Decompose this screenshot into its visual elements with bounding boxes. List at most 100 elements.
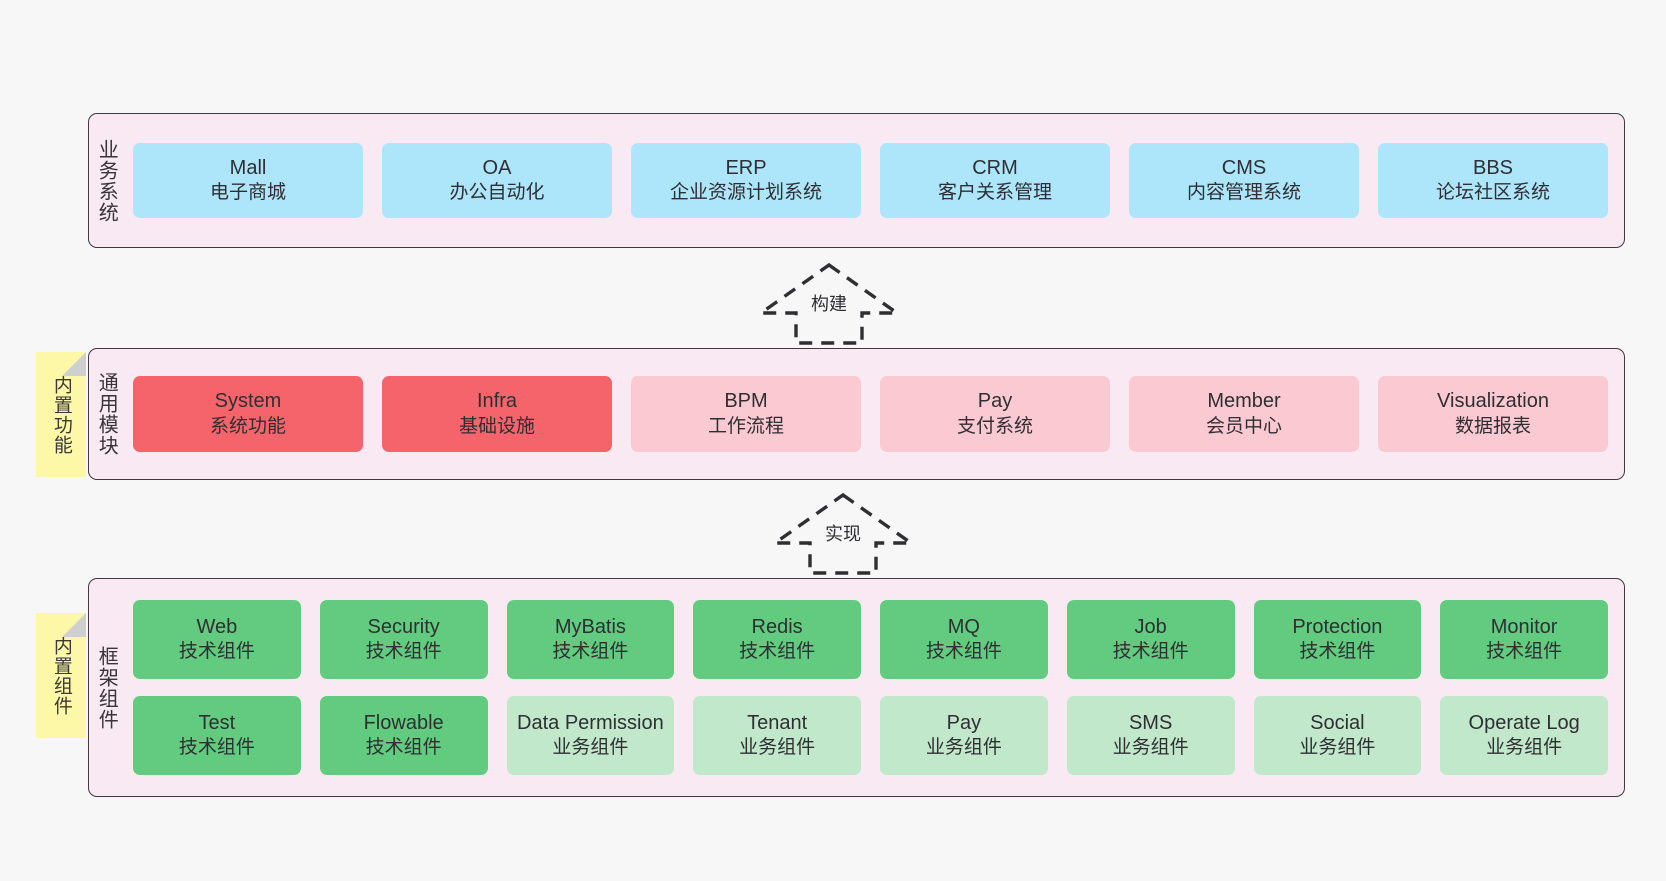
node-mall[interactable]: Mall 电子商城	[133, 143, 363, 218]
layer-title-business: 业务系统	[95, 138, 118, 223]
node-subtitle: 论坛社区系统	[1435, 182, 1550, 204]
node-title: Flowable	[363, 711, 444, 734]
sticky-note-label: 内置组件	[50, 635, 72, 716]
node-erp[interactable]: ERP 企业资源计划系统	[631, 143, 861, 218]
node-pay-module[interactable]: Pay 支付系统	[880, 376, 1110, 452]
node-subtitle: 业务组件	[1486, 737, 1563, 759]
node-title: Redis	[751, 615, 803, 638]
node-title: Infra	[476, 390, 518, 413]
node-title: CRM	[972, 156, 1018, 179]
layer-row: System 系统功能 Infra 基础设施 BPM 工作流程 Pay 支付系统…	[133, 376, 1608, 452]
node-system[interactable]: System 系统功能	[133, 376, 363, 452]
arrow-build-label: 构建	[811, 294, 847, 314]
node-subtitle: 客户关系管理	[937, 182, 1052, 204]
node-subtitle: 技术组件	[552, 641, 629, 663]
node-mybatis[interactable]: MyBatis 技术组件	[506, 600, 675, 679]
node-job[interactable]: Job 技术组件	[1066, 600, 1235, 679]
node-title: Pay	[946, 711, 982, 734]
sticky-note-label: 内置功能	[50, 374, 72, 455]
node-subtitle: 业务组件	[1299, 737, 1376, 759]
node-title: Security	[367, 615, 440, 638]
arrow-implement-label: 实现	[825, 524, 861, 544]
node-security[interactable]: Security 技术组件	[319, 600, 488, 679]
sticky-note-builtin-functions: 内置功能	[36, 352, 86, 477]
arrow-build: 构建	[755, 262, 903, 346]
node-sms[interactable]: SMS 业务组件	[1066, 696, 1235, 775]
node-subtitle: 技术组件	[925, 641, 1002, 663]
node-subtitle: 业务组件	[552, 737, 629, 759]
node-infra[interactable]: Infra 基础设施	[382, 376, 612, 452]
node-mq[interactable]: MQ 技术组件	[880, 600, 1048, 679]
node-data-permission[interactable]: Data Permission 业务组件	[506, 696, 675, 775]
node-oa[interactable]: OA 办公自动化	[382, 143, 612, 218]
node-member[interactable]: Member 会员中心	[1129, 376, 1359, 452]
node-tenant[interactable]: Tenant 业务组件	[693, 696, 861, 775]
arrow-implement-icon	[769, 492, 917, 575]
layer-title-common-module: 通用模块	[95, 372, 118, 456]
node-subtitle: 系统功能	[209, 415, 286, 437]
node-redis[interactable]: Redis 技术组件	[693, 600, 861, 679]
layer-row: Mall 电子商城 OA 办公自动化 ERP 企业资源计划系统 CRM 客户关系…	[133, 143, 1608, 218]
node-subtitle: 办公自动化	[449, 182, 545, 204]
node-title: Pay	[977, 390, 1013, 413]
node-subtitle: 数据报表	[1454, 415, 1531, 437]
node-visualization[interactable]: Visualization 数据报表	[1378, 376, 1608, 452]
node-title: Data Permission	[517, 711, 664, 734]
node-operate-log[interactable]: Operate Log 业务组件	[1440, 696, 1608, 775]
node-protection[interactable]: Protection 技术组件	[1253, 600, 1422, 679]
layer-body-framework-component: Web 技术组件 Security 技术组件 MyBatis 技术组件 Redi…	[123, 579, 1624, 796]
node-subtitle: 工作流程	[707, 415, 784, 437]
node-test[interactable]: Test 技术组件	[133, 696, 301, 775]
layer-title-framework-component: 框架组件	[95, 645, 118, 730]
node-title: Mall	[229, 156, 267, 179]
layer-body-common-module: System 系统功能 Infra 基础设施 BPM 工作流程 Pay 支付系统…	[123, 349, 1624, 479]
node-subtitle: 技术组件	[178, 737, 255, 759]
node-subtitle: 技术组件	[1486, 641, 1563, 663]
node-title: SMS	[1128, 711, 1173, 734]
node-subtitle: 会员中心	[1205, 415, 1282, 437]
node-crm[interactable]: CRM 客户关系管理	[880, 143, 1110, 218]
sticky-note-builtin-components: 内置组件	[36, 613, 86, 738]
node-monitor[interactable]: Monitor 技术组件	[1440, 600, 1608, 679]
node-subtitle: 技术组件	[365, 737, 442, 759]
node-title: Web	[196, 615, 238, 638]
node-title: BBS	[1472, 156, 1514, 179]
layer-panel-business: 业务系统 Mall 电子商城 OA 办公自动化 ERP 企业资源计划系统 CRM…	[88, 113, 1625, 248]
node-subtitle: 技术组件	[365, 641, 442, 663]
node-title: Monitor	[1490, 615, 1558, 638]
layer-row: Test 技术组件 Flowable 技术组件 Data Permission …	[133, 696, 1608, 775]
node-subtitle: 内容管理系统	[1186, 182, 1301, 204]
node-subtitle: 电子商城	[209, 182, 286, 204]
node-subtitle: 技术组件	[1299, 641, 1376, 663]
node-title: Protection	[1292, 615, 1383, 638]
node-subtitle: 业务组件	[1112, 737, 1189, 759]
node-title: ERP	[725, 156, 767, 179]
node-subtitle: 业务组件	[739, 737, 816, 759]
node-cms[interactable]: CMS 内容管理系统	[1129, 143, 1359, 218]
node-social[interactable]: Social 业务组件	[1253, 696, 1422, 775]
node-title: Job	[1134, 615, 1167, 638]
layer-row: Web 技术组件 Security 技术组件 MyBatis 技术组件 Redi…	[133, 600, 1608, 679]
node-bbs[interactable]: BBS 论坛社区系统	[1378, 143, 1608, 218]
node-subtitle: 支付系统	[956, 415, 1033, 437]
node-bpm[interactable]: BPM 工作流程	[631, 376, 861, 452]
node-title: Tenant	[747, 711, 808, 734]
node-title: Member	[1207, 390, 1281, 413]
node-title: BPM	[724, 390, 768, 413]
node-subtitle: 技术组件	[178, 641, 255, 663]
node-title: System	[214, 390, 282, 413]
node-subtitle: 基础设施	[458, 415, 535, 437]
node-title: Visualization	[1437, 390, 1549, 413]
node-subtitle: 企业资源计划系统	[669, 182, 822, 204]
node-title: MQ	[947, 615, 980, 638]
node-subtitle: 技术组件	[739, 641, 816, 663]
node-subtitle: 技术组件	[1112, 641, 1189, 663]
node-title: Social	[1310, 711, 1365, 734]
layer-body-business: Mall 电子商城 OA 办公自动化 ERP 企业资源计划系统 CRM 客户关系…	[123, 114, 1624, 247]
node-web[interactable]: Web 技术组件	[133, 600, 301, 679]
layer-panel-common-module: 通用模块 System 系统功能 Infra 基础设施 BPM 工作流程 Pay…	[88, 348, 1625, 480]
node-pay-component[interactable]: Pay 业务组件	[880, 696, 1048, 775]
node-flowable[interactable]: Flowable 技术组件	[319, 696, 488, 775]
node-title: CMS	[1221, 156, 1267, 179]
